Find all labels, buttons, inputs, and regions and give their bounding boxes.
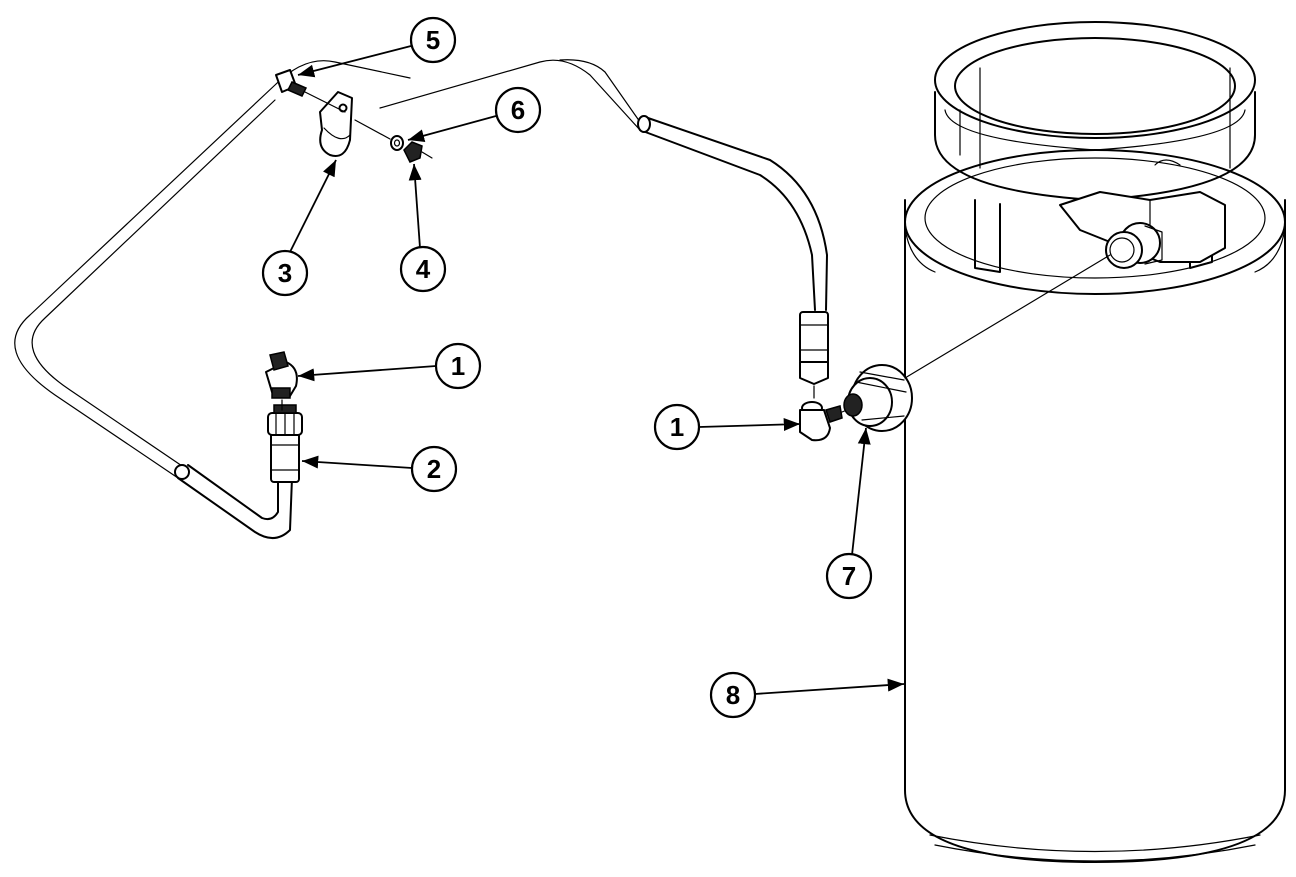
callout-5: 5 [297,16,457,78]
callout-6: 6 [407,86,542,142]
callout-label: 4 [416,254,431,284]
callout-2: 2 [301,445,458,493]
callout-label: 7 [842,561,856,591]
callout-7: 7 [825,427,873,600]
washer [354,119,404,151]
callout-label: 8 [726,680,740,710]
callout-4: 4 [399,163,447,293]
callout-label: 6 [511,95,525,125]
elbow-fitting-right [799,401,853,442]
elbow-fitting-left [265,351,298,411]
pol-coupling-nut [843,254,1111,432]
fuel-line-tube [14,59,828,539]
callout-label: 3 [278,258,292,288]
callout-8: 8 [709,671,905,719]
callout-label: 1 [451,351,465,381]
callout-1-left: 1 [297,342,482,390]
callout-1-right: 1 [653,403,801,451]
callout-label: 5 [426,25,440,55]
callout-label: 2 [427,454,441,484]
callout-label: 1 [670,412,684,442]
propane-tank [904,21,1286,863]
hose-fitting-left [267,404,303,483]
hose-fitting-right [799,311,829,399]
bolt [275,69,346,113]
nut [403,141,433,163]
callout-3: 3 [261,159,337,297]
